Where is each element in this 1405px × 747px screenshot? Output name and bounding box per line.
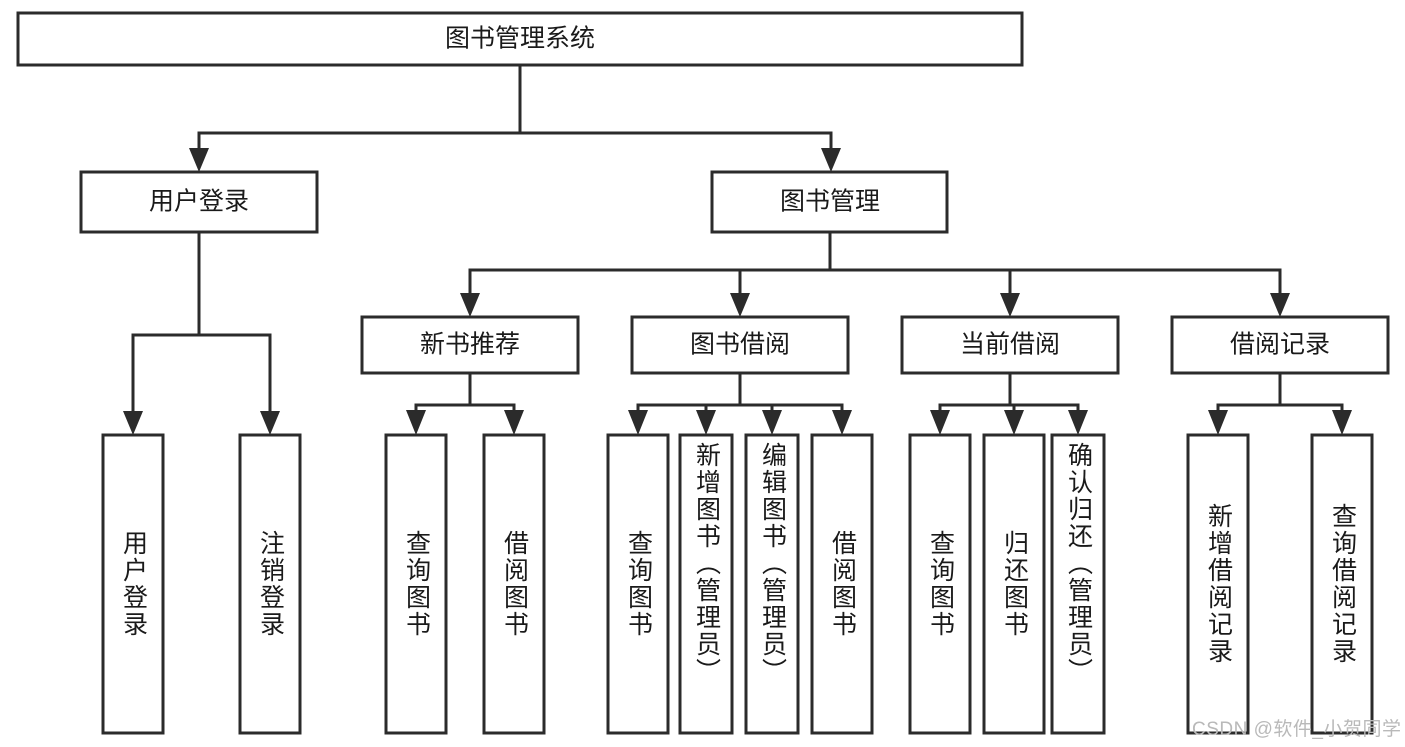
node-leaf-query-book-b[interactable] [606,433,670,735]
node-leaf-add-record[interactable] [1186,433,1250,735]
connector-layer [123,63,1352,435]
node-leaf-return-book[interactable] [982,433,1046,735]
arrow-to-new-book-rec [460,293,480,317]
arrow-to-book-mgmt [821,148,841,172]
node-book-management-label: 图书管理 [780,188,880,216]
node-leaf-query-book-a[interactable] [384,433,448,735]
node-user-login-label: 用户登录 [149,188,249,216]
arrow-to-leaf-borrow-book-a [504,410,524,435]
arrow-to-borrow-record [1270,293,1290,317]
arrow-to-leaf-add-record [1208,410,1228,435]
node-book-management[interactable] [710,170,949,234]
arrow-to-current-borrow [1000,293,1020,317]
arrow-to-leaf-borrow-book-b [832,410,852,435]
node-leaf-edit-book[interactable] [744,433,800,735]
node-leaf-confirm-return[interactable] [1050,433,1106,735]
arrow-to-user-login [189,148,209,172]
node-root[interactable] [16,11,1024,67]
node-leaf-user-login[interactable] [101,433,165,735]
arrow-to-leaf-logout [260,411,280,435]
arrow-to-leaf-confirm-return [1068,410,1088,435]
arrow-to-leaf-edit-book [762,410,782,435]
node-borrow-record-label: 借阅记录 [1230,331,1330,359]
arrow-to-leaf-query-book-c [930,410,950,435]
node-book-borrow-label: 图书借阅 [690,331,790,359]
node-user-login[interactable] [79,170,319,234]
node-leaf-logout[interactable] [238,433,302,735]
node-root-label: 图书管理系统 [445,25,595,53]
node-leaf-add-book[interactable] [678,433,734,735]
watermark: CSDN @软件_小贺同学 [1192,719,1402,740]
node-new-book-recommend[interactable] [360,315,580,375]
node-leaf-borrow-book-b[interactable] [810,433,874,735]
arrow-to-leaf-query-record [1332,410,1352,435]
node-borrow-record[interactable] [1170,315,1390,375]
node-current-borrow[interactable] [900,315,1120,375]
arrow-to-leaf-query-book-a [406,410,426,435]
node-leaf-query-record[interactable] [1310,433,1374,735]
arrow-to-leaf-return-book [1004,410,1024,435]
node-layer: 图书管理系统 用户登录 图书管理 新书推荐 图书借阅 当前借阅 借阅记录 [16,11,1390,735]
node-current-borrow-label: 当前借阅 [960,331,1060,359]
node-leaf-borrow-book-a[interactable] [482,433,546,735]
node-leaf-query-book-c[interactable] [908,433,972,735]
arrow-to-leaf-user-login [123,411,143,435]
node-book-borrow[interactable] [630,315,850,375]
arrow-to-leaf-query-book-b [628,410,648,435]
arrow-to-leaf-add-book [696,410,716,435]
arrow-to-book-borrow [730,293,750,317]
node-new-book-recommend-label: 新书推荐 [420,331,520,359]
